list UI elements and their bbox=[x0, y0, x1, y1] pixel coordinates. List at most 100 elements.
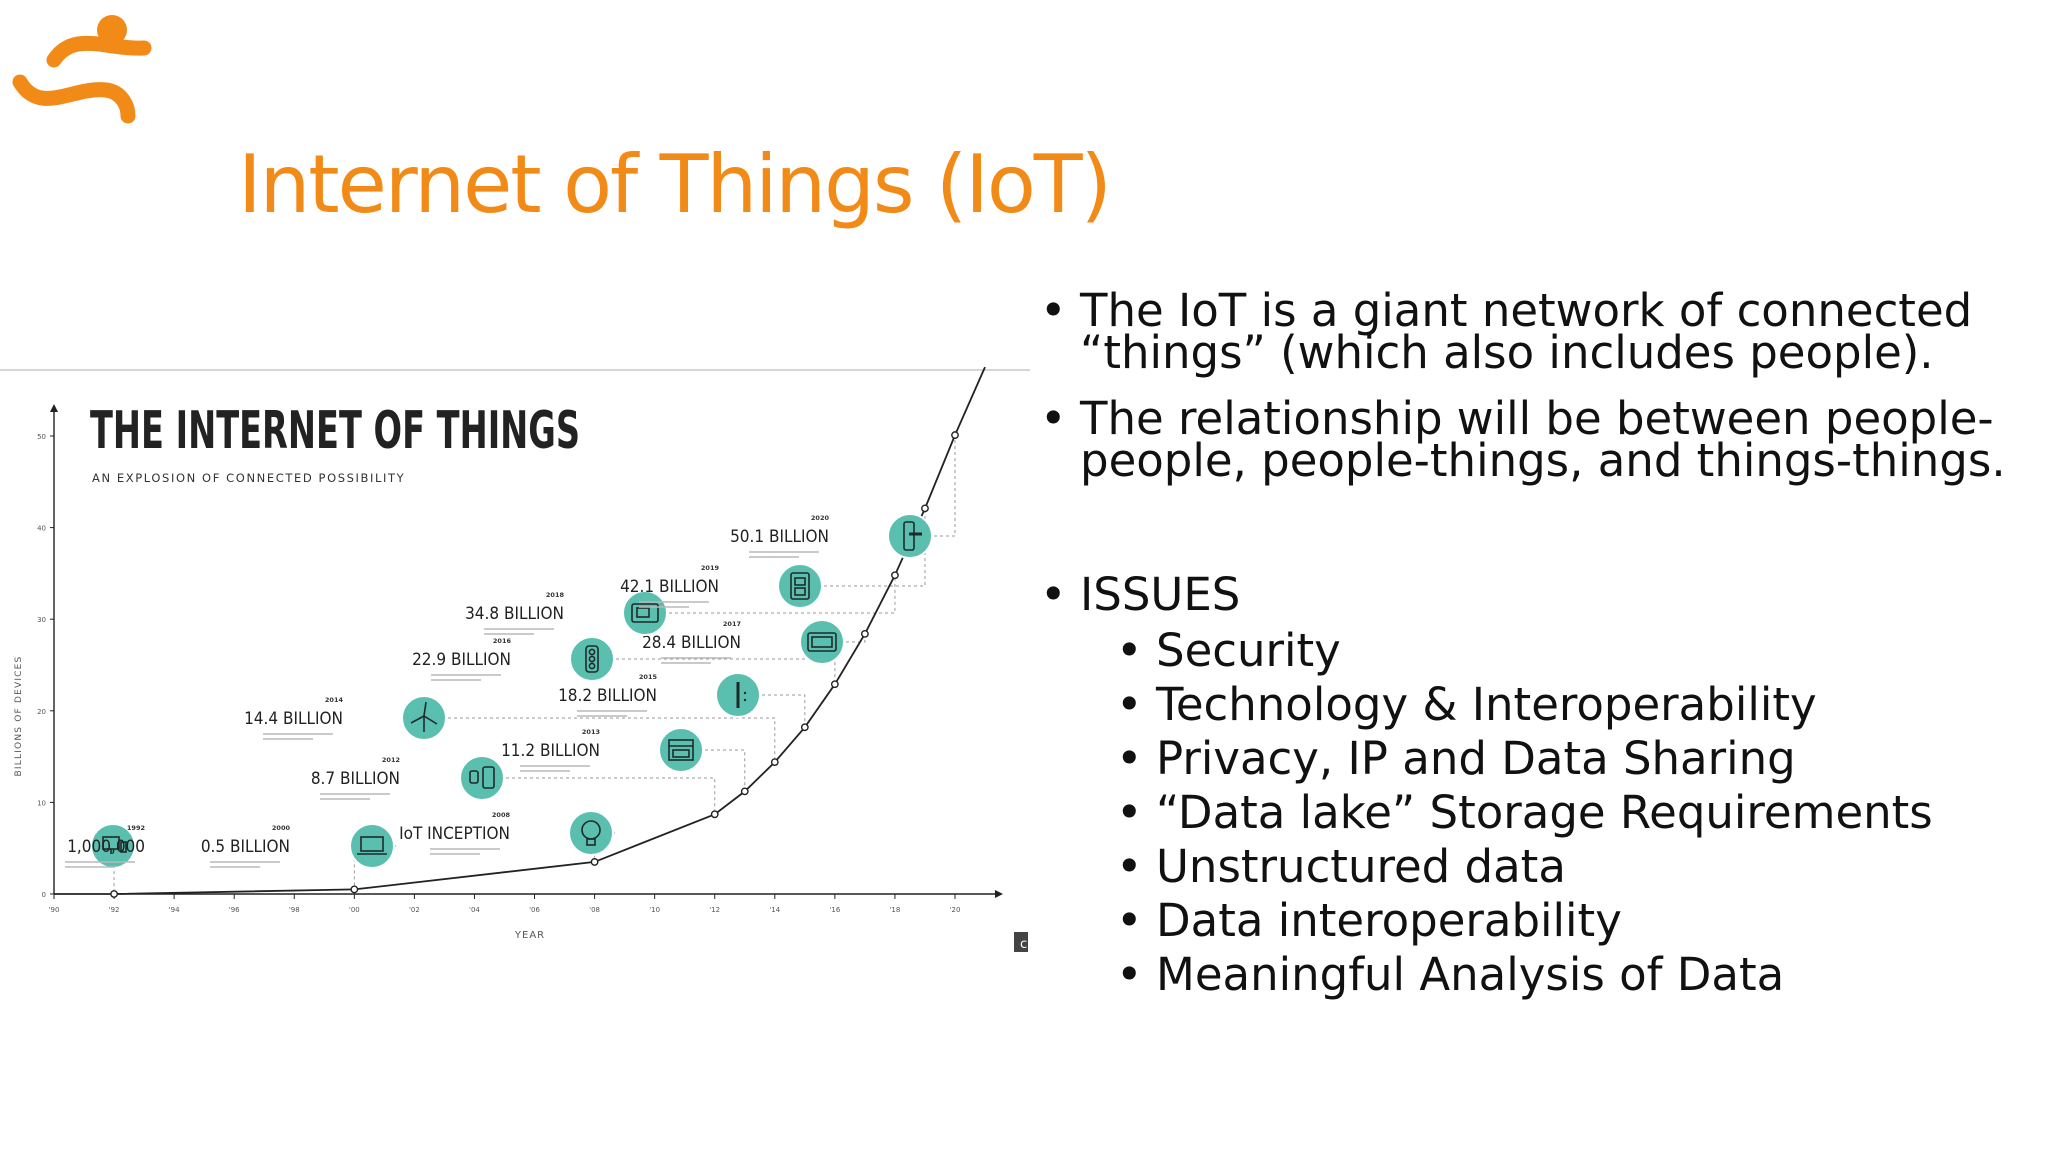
milestone-callout: 2017 28.4 BILLION bbox=[642, 619, 845, 665]
x-tick-label: '08 bbox=[589, 906, 600, 914]
chart-title: THE INTERNET OF THINGS bbox=[90, 401, 580, 461]
slide-title: Internet of Things (IoT) bbox=[238, 138, 1112, 231]
milestone-year: 2013 bbox=[582, 728, 600, 736]
icon-part bbox=[743, 691, 747, 695]
x-tick-label: '14 bbox=[769, 906, 780, 914]
bullet-dot: • bbox=[1116, 840, 1143, 893]
milestone-label: 50.1 BILLION bbox=[730, 527, 829, 547]
milestone-year: 2000 bbox=[272, 824, 291, 832]
icon-part bbox=[120, 841, 127, 853]
x-tick-label: '02 bbox=[409, 906, 420, 914]
iot-infographic-chart: THE INTERNET OF THINGS AN EXPLOSION OF C… bbox=[0, 366, 1030, 952]
icon-part bbox=[636, 607, 650, 618]
data-point bbox=[921, 504, 929, 513]
milestone-guide bbox=[506, 777, 716, 815]
issue-item: • Unstructured data bbox=[1116, 840, 1566, 893]
milestone-label: 28.4 BILLION bbox=[642, 633, 741, 653]
bullet-dot: • bbox=[1116, 948, 1143, 1001]
x-tick-label: '06 bbox=[529, 906, 540, 914]
outlet-icon bbox=[790, 572, 810, 600]
y-axis-arrow bbox=[50, 404, 58, 412]
milestone-label: 22.9 BILLION bbox=[412, 650, 511, 670]
x-tick-label: '04 bbox=[469, 906, 480, 914]
milestone-label: 18.2 BILLION bbox=[558, 686, 657, 706]
data-point bbox=[770, 758, 779, 766]
y-tick-label: 50 bbox=[37, 433, 46, 441]
milestone-circle bbox=[777, 563, 823, 609]
milestone-year: 2017 bbox=[723, 620, 741, 628]
x-tick-label: '12 bbox=[709, 906, 720, 914]
door-lock-icon bbox=[903, 521, 922, 551]
bullet-dot: • bbox=[1116, 624, 1143, 677]
y-tick-label: 20 bbox=[37, 708, 46, 716]
icon-part bbox=[482, 766, 495, 789]
milestone-guide bbox=[762, 694, 806, 728]
issues-heading: • ISSUES bbox=[1040, 568, 2020, 621]
bullet-dot: • bbox=[1040, 568, 1067, 621]
icon-part bbox=[588, 655, 596, 663]
bullet-dot: • bbox=[1040, 392, 1067, 445]
milestone-circle bbox=[887, 513, 933, 559]
milestone-guide bbox=[448, 717, 776, 763]
data-series bbox=[53, 366, 986, 898]
issue-item: • Privacy, IP and Data Sharing bbox=[1116, 732, 1796, 785]
milestone-circle bbox=[569, 636, 615, 682]
x-tick-label: '20 bbox=[950, 906, 961, 914]
milestone-year: 2015 bbox=[639, 673, 658, 681]
runner-logo-icon bbox=[12, 15, 152, 124]
x-tick-label: '96 bbox=[229, 906, 240, 914]
chart-axes: '90'92'94'96'98'00'02'04'06'08'10'12'14'… bbox=[37, 404, 1003, 914]
milestone-callout: 2013 11.2 BILLION bbox=[501, 727, 704, 773]
icon-part bbox=[586, 838, 596, 846]
milestone-guides bbox=[113, 435, 956, 894]
bullet-dot: • bbox=[1116, 894, 1143, 947]
y-tick-label: 10 bbox=[37, 799, 46, 807]
milestone-year: 2014 bbox=[325, 696, 344, 704]
icon-part bbox=[794, 587, 806, 596]
watermark-icon: c bbox=[1020, 937, 1027, 952]
milestone-year: 2012 bbox=[382, 756, 400, 764]
bullet-dot: • bbox=[1116, 678, 1143, 731]
x-tick-label: '18 bbox=[890, 906, 901, 914]
milestone-callout: 2015 18.2 BILLION bbox=[558, 672, 761, 718]
issue-text: Data interoperability bbox=[1156, 894, 1622, 947]
icon-part bbox=[672, 749, 690, 758]
icon-part bbox=[807, 632, 837, 652]
data-point bbox=[740, 787, 749, 796]
milestone-year: 1992 bbox=[127, 824, 145, 832]
bullet-item: • The relationship will be between peopl… bbox=[1040, 392, 2020, 483]
icon-part bbox=[423, 701, 427, 717]
data-point bbox=[800, 723, 809, 732]
oven-icon bbox=[668, 739, 694, 761]
milestone-year: 2020 bbox=[811, 514, 830, 522]
milestone-label: 11.2 BILLION bbox=[501, 741, 600, 761]
milestone-guide bbox=[705, 749, 746, 792]
series-line-extension bbox=[954, 366, 986, 436]
milestone-year: 2018 bbox=[546, 591, 565, 599]
bullet-item: • The IoT is a giant network of connecte… bbox=[1040, 284, 2020, 375]
data-point bbox=[590, 858, 599, 866]
icon-part bbox=[903, 521, 915, 551]
milestone-year: 2019 bbox=[701, 564, 720, 572]
issue-text: Unstructured data bbox=[1156, 840, 1566, 893]
bullet-dot: • bbox=[1040, 284, 1067, 337]
issue-text: Technology & Interoperability bbox=[1156, 678, 1817, 731]
bullet-dot: • bbox=[1116, 732, 1143, 785]
icon-part bbox=[360, 836, 384, 852]
issue-item: • “Data lake” Storage Requirements bbox=[1116, 790, 1933, 835]
series-line bbox=[114, 434, 956, 895]
milestone-circle bbox=[459, 755, 505, 801]
x-tick-label: '98 bbox=[289, 906, 300, 914]
icon-part bbox=[585, 645, 599, 673]
x-axis-arrow bbox=[995, 890, 1003, 898]
milestone-year: 2008 bbox=[492, 811, 511, 819]
y-tick-label: 0 bbox=[42, 891, 46, 899]
x-tick-label: '10 bbox=[649, 906, 660, 914]
icon-part bbox=[588, 648, 596, 656]
milestone-label: 0.5 BILLION bbox=[201, 837, 290, 857]
